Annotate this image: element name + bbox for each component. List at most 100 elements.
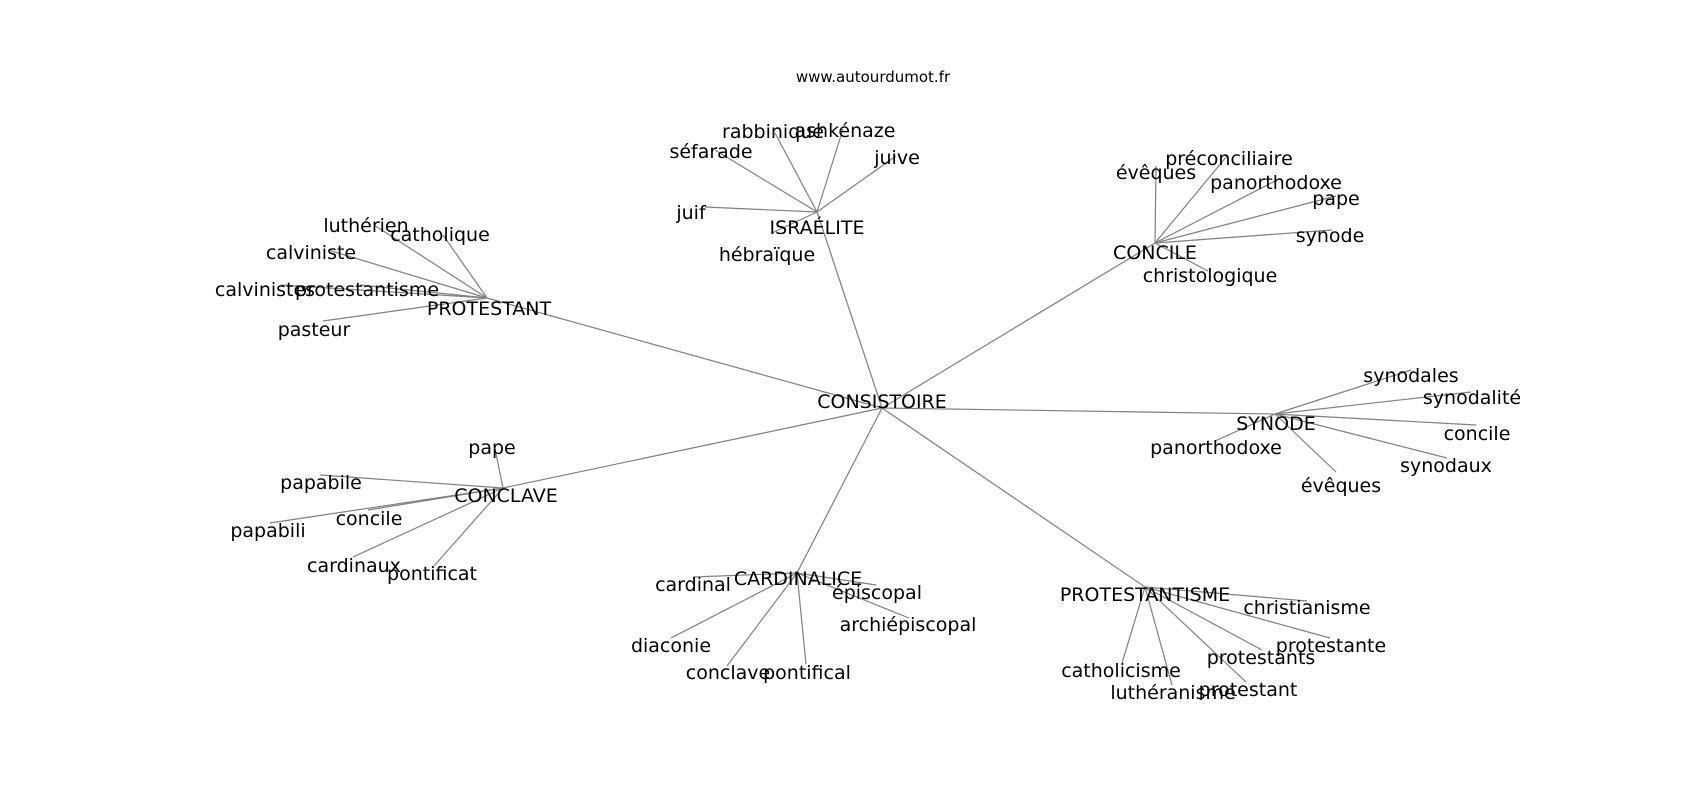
leaf-node-protestant-lutherien[interactable]: luthérien — [323, 215, 408, 237]
leaf-node-protestant-pasteur[interactable]: pasteur — [278, 319, 351, 341]
leaf-node-concile-synode[interactable]: synode — [1296, 225, 1365, 247]
leaf-node-conclave-papabili[interactable]: papabili — [230, 520, 305, 542]
edge-synode-synodales — [1274, 369, 1412, 415]
edge-cardinalice-pontifical — [796, 572, 807, 665]
edge-center-synode — [881, 407, 1276, 415]
leaf-node-cardinalice-conclave[interactable]: conclave — [686, 662, 770, 684]
leaf-node-protestantisme-protestante[interactable]: protestante — [1276, 635, 1386, 657]
edge-concile-christologique — [1154, 242, 1209, 272]
leaf-node-cardinalice-archiepiscopal[interactable]: archiépiscopal — [840, 614, 977, 636]
leaf-node-conclave-papabile[interactable]: papabile — [280, 472, 362, 494]
edge-protestantisme-christianisme — [1144, 586, 1308, 602]
edge-protestantisme-protestant — [1144, 586, 1247, 683]
edge-conclave-papabili — [269, 487, 504, 524]
edge-center-cardinalice — [796, 407, 883, 574]
leaf-node-conclave-pape[interactable]: pape — [468, 437, 515, 459]
edge-israelite-hebraique — [771, 211, 818, 234]
edge-concile-synode — [1154, 229, 1333, 244]
edge-cardinalice-cardinal — [692, 572, 798, 578]
edge-israelite-rabbinique — [774, 132, 818, 213]
leaf-node-synode-synodalite[interactable]: synodalité — [1423, 387, 1521, 409]
edge-israelite-ashkenaze — [816, 128, 844, 213]
edge-protestantisme-protestants — [1144, 586, 1263, 651]
leaf-node-protestantisme-protestants[interactable]: protestants — [1207, 647, 1316, 669]
edge-conclave-cardinaux — [352, 487, 504, 558]
leaf-node-synode-panorthodoxe[interactable]: panorthodoxe — [1150, 437, 1282, 459]
leaf-node-synode-synodales[interactable]: synodales — [1363, 365, 1458, 387]
leaf-node-israelite-sefarade[interactable]: séfarade — [669, 141, 752, 163]
edge-concile-panorthodoxe — [1154, 180, 1276, 244]
edge-protestant-protestantisme — [359, 284, 488, 299]
edge-center-protestant — [486, 297, 883, 409]
leaf-node-conclave-cardinaux[interactable]: cardinaux — [307, 555, 401, 577]
edge-center-israelite — [816, 211, 883, 409]
leaf-node-protestant-catholique[interactable]: catholique — [390, 224, 490, 246]
edge-concile-preconciliaire — [1154, 155, 1228, 244]
edge-conclave-pape — [493, 443, 504, 489]
edge-israelite-sefarade — [714, 149, 818, 213]
leaf-node-cardinalice-pontifical[interactable]: pontifical — [763, 662, 851, 684]
edge-cardinalice-diaconie — [670, 572, 798, 639]
leaf-node-israelite-rabbinique[interactable]: rabbinique — [722, 121, 824, 143]
leaf-node-israelite-juif[interactable]: juif — [675, 202, 707, 224]
leaf-node-israelite-ashkenaze[interactable]: ashkénaze — [795, 120, 896, 142]
graph-nodes: CONSISTOIRE ISRAÉLITE rabbiniqueashkénaze… — [215, 120, 1521, 704]
leaf-node-synode-eveques[interactable]: évêques — [1301, 475, 1381, 497]
leaf-node-protestant-calvinistes[interactable]: calvinistes — [215, 279, 315, 301]
leaf-node-concile-panorthodoxe[interactable]: panorthodoxe — [1210, 172, 1342, 194]
edge-cardinalice-conclave — [726, 572, 798, 667]
edge-synode-concile — [1274, 413, 1477, 426]
edge-protestant-calvinistes — [280, 284, 488, 299]
leaf-node-concile-christologique[interactable]: christologique — [1143, 265, 1278, 287]
hub-node-cardinalice[interactable]: CARDINALICE — [734, 568, 862, 590]
leaf-node-concile-eveques[interactable]: évêques — [1116, 162, 1196, 184]
hub-node-concile[interactable]: CONCILE — [1113, 242, 1197, 264]
edge-conclave-papabile — [319, 474, 504, 489]
leaf-node-concile-preconciliaire[interactable]: préconciliaire — [1165, 148, 1293, 170]
leaf-node-protestant-protestantisme[interactable]: protestantisme — [295, 279, 439, 301]
hub-node-protestant[interactable]: PROTESTANT — [427, 298, 552, 320]
hub-node-conclave[interactable]: CONCLAVE — [454, 485, 558, 507]
edge-protestant-catholique — [442, 234, 488, 299]
edge-synode-synodalite — [1274, 391, 1472, 415]
leaf-node-israelite-hebraique[interactable]: hébraïque — [719, 244, 815, 266]
leaf-node-protestantisme-christianisme[interactable]: christianisme — [1243, 597, 1370, 619]
edge-concile-eveques — [1154, 165, 1157, 244]
edge-israelite-juif — [704, 206, 818, 213]
leaf-node-synode-concile[interactable]: concile — [1444, 423, 1511, 445]
edge-israelite-juive — [816, 155, 897, 213]
leaf-node-protestantisme-protestant[interactable]: protestant — [1199, 679, 1298, 701]
leaf-node-protestantisme-lutheranisme[interactable]: luthéranisme — [1110, 682, 1235, 704]
leaf-node-israelite-juive[interactable]: juive — [873, 147, 920, 169]
edge-concile-pape — [1154, 195, 1337, 244]
leaf-node-cardinalice-diaconie[interactable]: diaconie — [631, 635, 711, 657]
edge-cardinalice-episcopal — [796, 572, 877, 586]
leaf-node-conclave-pontificat[interactable]: pontificat — [387, 563, 477, 585]
hub-node-protestantisme[interactable]: PROTESTANTISME — [1060, 584, 1230, 606]
edge-protestantisme-lutheranisme — [1144, 586, 1173, 686]
edge-protestant-pasteur — [322, 297, 488, 322]
edge-conclave-pontificat — [433, 487, 504, 567]
edge-center-concile — [881, 242, 1156, 409]
source-label: www.autourdumot.fr — [796, 68, 951, 86]
edge-synode-panorthodoxe — [1214, 413, 1276, 442]
edge-center-conclave — [502, 407, 883, 489]
leaf-node-concile-pape[interactable]: pape — [1312, 188, 1359, 210]
hub-node-synode[interactable]: SYNODE — [1236, 413, 1315, 435]
leaf-node-protestantisme-catholicisme[interactable]: catholicisme — [1061, 660, 1181, 682]
leaf-node-cardinalice-episcopal[interactable]: épiscopal — [832, 582, 922, 604]
edge-protestantisme-protestante — [1144, 586, 1331, 639]
hub-node-israelite[interactable]: ISRAÉLITE — [770, 216, 865, 239]
leaf-node-synode-synodaux[interactable]: synodaux — [1400, 455, 1492, 477]
edge-protestant-lutherien — [373, 224, 488, 299]
graph-edges — [269, 128, 1477, 686]
center-node[interactable]: CONSISTOIRE — [817, 391, 947, 413]
edge-center-protestantisme — [881, 407, 1146, 588]
edge-cardinalice-archiepiscopal — [796, 572, 910, 619]
leaf-node-protestant-calviniste[interactable]: calviniste — [266, 242, 356, 264]
edge-synode-eveques — [1274, 413, 1337, 473]
leaf-node-conclave-concile[interactable]: concile — [336, 508, 403, 530]
leaf-node-cardinalice-cardinal[interactable]: cardinal — [655, 574, 731, 596]
edge-protestant-calviniste — [327, 249, 488, 299]
